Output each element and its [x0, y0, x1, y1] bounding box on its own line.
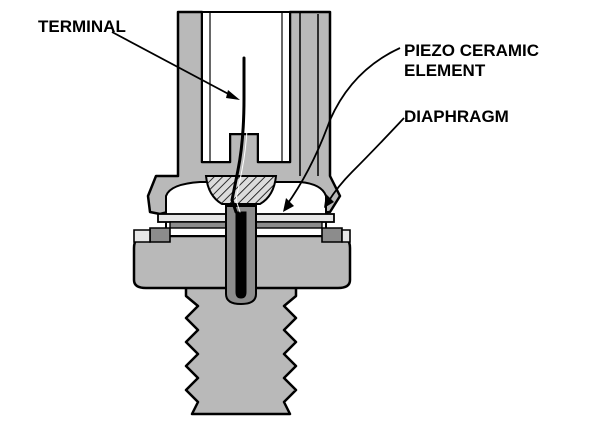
piezo-leader: [285, 47, 401, 207]
connector-housing: [146, 10, 342, 216]
piezo-ceramic-element: [204, 175, 278, 205]
threaded-stud: [184, 282, 298, 416]
leader-lines: [111, 31, 405, 212]
piezo-ceramic-label-line1: PIEZO CERAMIC: [404, 41, 539, 60]
terminal-arrowhead: [226, 90, 240, 100]
diaphragm-leader: [327, 117, 405, 203]
center-electrode: [225, 205, 257, 306]
terminal-leader: [111, 31, 237, 99]
piezo-arrowhead: [283, 198, 294, 212]
piezo-ceramic-label-line2: ELEMENT: [404, 61, 486, 80]
diaphragm-arrowhead: [324, 194, 334, 208]
terminal-label: TERMINAL: [38, 17, 126, 36]
terminal-wire: [230, 56, 249, 214]
diaphragm-label: DIAPHRAGM: [404, 107, 509, 126]
